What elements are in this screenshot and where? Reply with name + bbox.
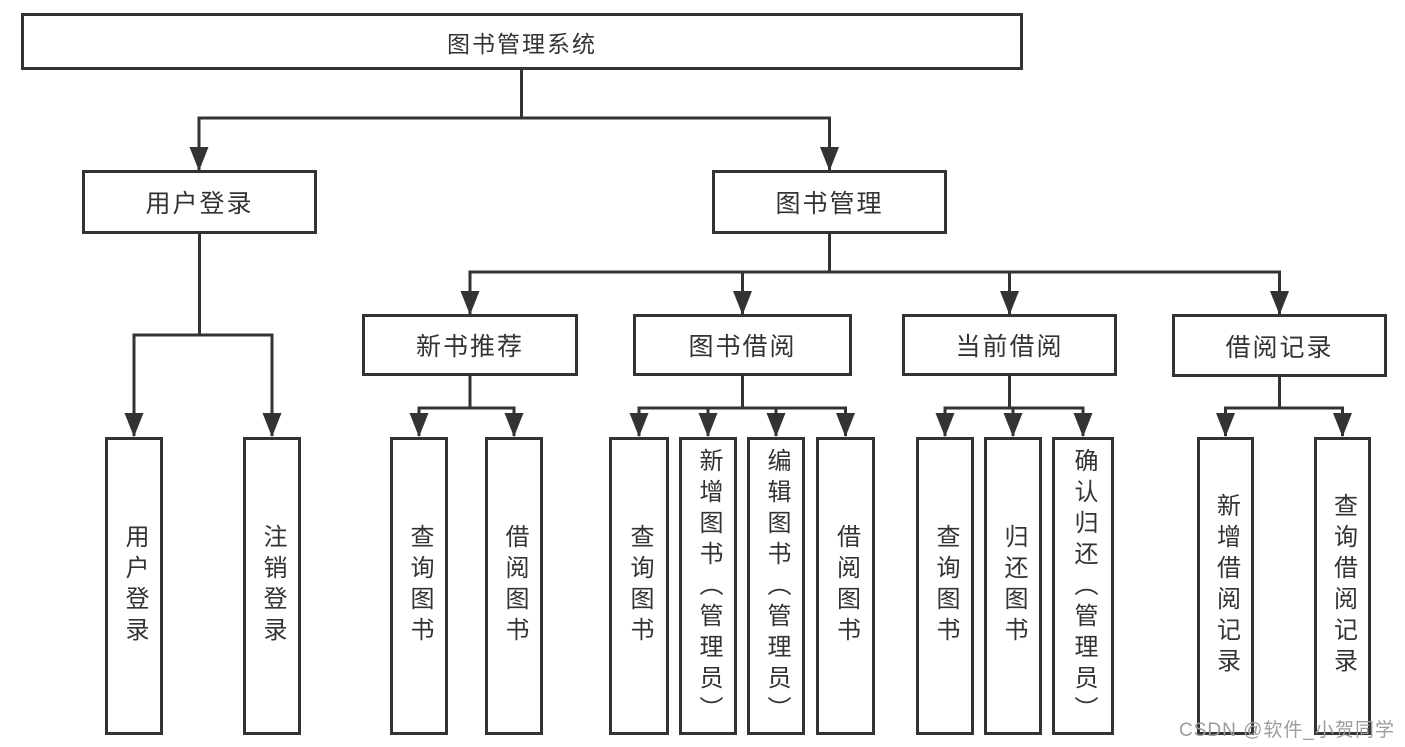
- leaf-borrow-books-borrowing: 借阅图书: [816, 437, 875, 735]
- node-new-book-recommendation: 新书推荐: [362, 314, 578, 376]
- leaf-query-books-recommend: 查询图书: [390, 437, 448, 735]
- node-book-borrowing: 图书借阅: [633, 314, 852, 376]
- node-library-system: 图书管理系统: [21, 13, 1023, 70]
- leaf-add-borrow-record: 新增借阅记录: [1197, 437, 1254, 735]
- watermark: CSDN @软件_小贺同学: [1179, 720, 1395, 741]
- leaf-confirm-return-admin: 确认归还（管理员）: [1052, 437, 1114, 735]
- leaf-edit-books-admin: 编辑图书（管理员）: [747, 437, 805, 735]
- leaf-logout: 注销登录: [243, 437, 301, 735]
- leaf-user-login: 用户登录: [105, 437, 163, 735]
- leaf-add-books-admin: 新增图书（管理员）: [679, 437, 737, 735]
- node-user-login: 用户登录: [82, 170, 317, 234]
- node-book-management: 图书管理: [712, 170, 947, 234]
- leaf-query-books-borrowing: 查询图书: [609, 437, 669, 735]
- leaf-borrow-books-recommend: 借阅图书: [485, 437, 543, 735]
- leaf-query-books-current: 查询图书: [916, 437, 974, 735]
- node-current-borrowing: 当前借阅: [902, 314, 1117, 376]
- leaf-return-books: 归还图书: [984, 437, 1042, 735]
- node-borrowing-records: 借阅记录: [1172, 314, 1387, 377]
- leaf-query-borrow-record: 查询借阅记录: [1314, 437, 1371, 735]
